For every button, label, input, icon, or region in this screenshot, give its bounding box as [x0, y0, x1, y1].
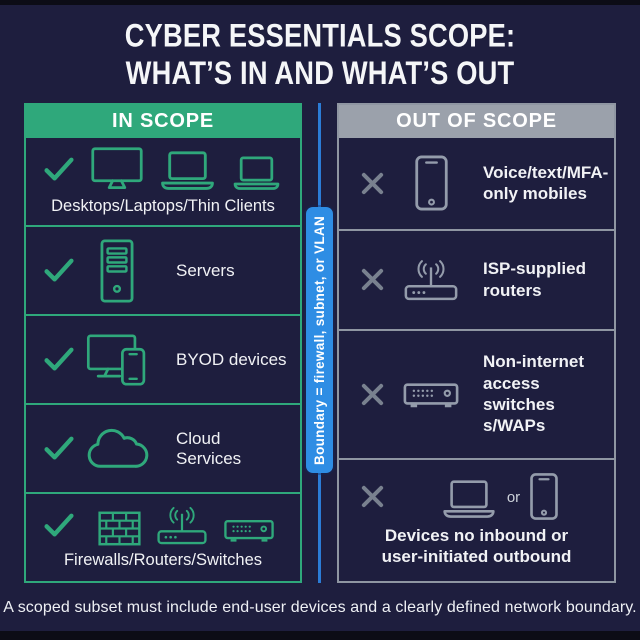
- or-label: or: [506, 489, 521, 506]
- cloud-icon: [85, 428, 149, 469]
- laptop-icon: [159, 151, 216, 192]
- footer-note: A scoped subset must include end-user de…: [3, 599, 637, 616]
- icon-slot: [395, 258, 467, 302]
- in-scope-panel: IN SCOPE: [24, 103, 302, 583]
- row-label: Non-internet access switches s/WAPs: [483, 352, 585, 436]
- thin-client-icon: [232, 156, 281, 192]
- x-icon: [349, 268, 395, 291]
- row-label: BYOD devices: [176, 349, 287, 369]
- out-row-isp-routers: ISP-supplied routers: [339, 228, 614, 329]
- wifi-router-icon: [156, 505, 207, 546]
- row-label: Devices no inbound or user-initiated out…: [381, 526, 572, 567]
- in-scope-row-servers: Servers: [26, 225, 300, 314]
- page-title: CYBER ESSENTIALS SCOPE: WHAT’S IN AND WH…: [38, 17, 601, 91]
- mobile-phone-icon: [530, 473, 558, 520]
- row-label: Cloud Services: [176, 428, 242, 468]
- row-label: Voice/text/MFA- only mobiles: [483, 162, 609, 204]
- check-icon: [36, 513, 82, 538]
- top-edge-bar: [0, 0, 640, 5]
- title-line-1: CYBER ESSENTIALS SCOPE:: [124, 17, 516, 55]
- check-icon: [36, 258, 82, 283]
- row-label: Firewalls/Routers/Switches: [63, 551, 263, 569]
- desktop-icon: [91, 147, 143, 192]
- device-icons: or: [395, 473, 604, 520]
- check-icon: [36, 157, 82, 182]
- row-top: or: [349, 473, 604, 520]
- network-switch-icon: [403, 379, 459, 410]
- row-label: Servers: [176, 260, 235, 280]
- out-row-mobiles: Voice/text/MFA- only mobiles: [339, 138, 614, 229]
- icon-slot: [82, 333, 152, 386]
- in-scope-row-byod: BYOD devices: [26, 314, 300, 403]
- in-scope-row-desktops: Desktops/Laptops/Thin Clients: [26, 138, 300, 225]
- icon-slot: [82, 238, 152, 303]
- row-top: [36, 505, 290, 546]
- x-icon: [349, 383, 395, 406]
- firewall-icon: [97, 511, 141, 546]
- x-icon: [349, 485, 395, 508]
- in-scope-header: IN SCOPE: [26, 105, 300, 138]
- boundary-label: Boundary = firewall, subnet, or VLAN: [312, 215, 327, 465]
- row-label: ISP-supplied routers: [483, 259, 586, 300]
- check-icon: [36, 436, 82, 461]
- device-icons: [82, 147, 290, 192]
- wifi-router-icon: [404, 258, 458, 302]
- byod-monitor-phone-icon: [86, 333, 148, 386]
- icon-slot: [395, 155, 467, 211]
- laptop-icon: [441, 480, 497, 520]
- out-of-scope-header: OUT OF SCOPE: [339, 105, 614, 138]
- title-line-2: WHAT’S IN AND WHAT’S OUT: [125, 54, 515, 92]
- in-scope-rows: Desktops/Laptops/Thin Clients: [26, 138, 300, 581]
- check-icon: [36, 347, 82, 372]
- in-scope-row-cloud: Cloud Services: [26, 403, 300, 492]
- server-icon: [100, 238, 134, 303]
- out-of-scope-panel: OUT OF SCOPE Voice/text/MFA- only mobil: [337, 103, 616, 583]
- bottom-edge-bar: [0, 631, 640, 640]
- boundary-pill: Boundary = firewall, subnet, or VLAN: [306, 207, 333, 473]
- in-scope-row-network: Firewalls/Routers/Switches: [26, 492, 300, 581]
- mobile-phone-icon: [414, 155, 448, 211]
- out-row-no-inbound-devices: or Devices no inbound or user-initiated …: [339, 457, 614, 582]
- network-switch-icon: [223, 516, 275, 544]
- network-icons: [82, 505, 290, 546]
- icon-slot: [395, 379, 467, 410]
- row-top: [36, 147, 290, 192]
- x-icon: [349, 172, 395, 195]
- out-row-switches: Non-internet access switches s/WAPs: [339, 328, 614, 458]
- icon-slot: [82, 428, 152, 469]
- out-of-scope-rows: Voice/text/MFA- only mobiles: [339, 138, 614, 581]
- row-label: Desktops/Laptops/Thin Clients: [51, 197, 275, 215]
